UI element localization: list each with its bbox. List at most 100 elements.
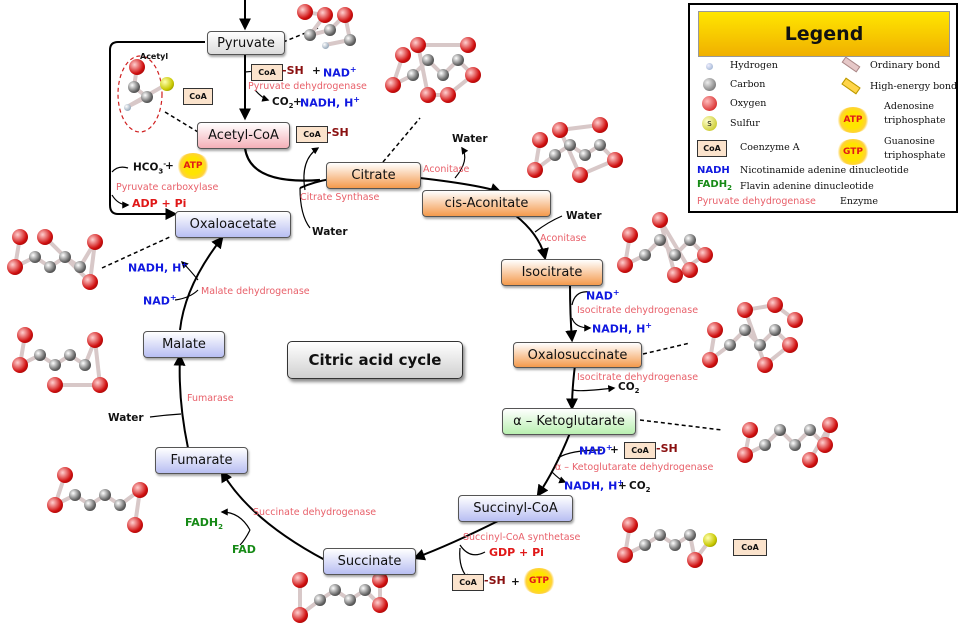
high-energy-bond-icon (841, 77, 861, 95)
legend-triphosphate-1: triphosphate (884, 115, 946, 126)
hco3-label: HCO3- (133, 160, 167, 176)
legend-enzyme-desc: Enzyme (840, 196, 879, 207)
succinate-node[interactable]: Succinate (323, 548, 416, 575)
atom-c (654, 529, 666, 541)
oxygen-icon (702, 96, 717, 111)
sh-label-3: -SH (656, 442, 678, 455)
gdp-pi-label: GDP + Pi (489, 546, 544, 559)
water-label-3: Water (566, 210, 602, 222)
legend-high-energy-bond: High-energy bond (870, 81, 958, 92)
atom-c (774, 424, 786, 436)
atom-c (769, 324, 781, 336)
atom-c (114, 499, 126, 511)
ordinary-bond-icon (841, 56, 861, 73)
atom-o (622, 227, 638, 243)
sh-label-1: -SH (282, 64, 304, 77)
co2-label-2: CO2 (618, 381, 640, 396)
isocitrate-node[interactable]: Isocitrate (501, 259, 603, 286)
succinyl-coa-node[interactable]: Succinyl-CoA (458, 495, 573, 522)
oxalosuccinate-node[interactable]: Oxalosuccinate (513, 342, 642, 368)
atom-o (17, 327, 33, 343)
nadh-label-2: NADH, H+ (592, 321, 652, 336)
sh-label-2: -SH (327, 126, 349, 139)
atom-c (34, 349, 46, 361)
arrow-cis-isocitrate (514, 214, 549, 261)
atom-o (667, 267, 683, 283)
atom-c (64, 349, 76, 361)
nad-label-1: NAD+ (323, 65, 357, 80)
atom-c (79, 359, 91, 371)
atom-o (465, 67, 481, 83)
atom-c (789, 439, 801, 451)
sulfur-icon: S (702, 116, 717, 131)
arrow-succinate-fumarate (220, 469, 326, 561)
legend-fadh-key: FADH2 (697, 179, 732, 192)
atom-o (607, 152, 623, 168)
atom-o (767, 297, 783, 313)
atom-o (87, 332, 103, 348)
legend-gtp-icon: GTP (836, 139, 870, 165)
arrow-akg-succinylcoa (536, 432, 571, 497)
acetyl-coa-node[interactable]: Acetyl-CoA (197, 122, 290, 149)
atom-o (47, 377, 63, 393)
arrow-oxalo-akg (566, 364, 579, 411)
atom-o (372, 597, 388, 613)
atom-c (437, 69, 449, 81)
atom-o (552, 122, 568, 138)
atom-c (639, 539, 651, 551)
legend-ordinary-bond: Ordinary bond (870, 60, 941, 71)
atom-c (579, 149, 591, 161)
fumarate-node[interactable]: Fumarate (155, 447, 248, 474)
atom-c (344, 34, 356, 46)
coa-box-succinyl: CoA (733, 539, 767, 556)
citrate-node[interactable]: Citrate (326, 162, 421, 189)
alpha-ketoglutarate-node[interactable]: α – Ketoglutarate (502, 408, 636, 435)
atom-c (669, 539, 681, 551)
arrow-fumarate-malate (173, 353, 189, 449)
atom-o (297, 4, 313, 20)
atom-o (787, 312, 803, 328)
nadh-label-3: NADH, H+ (564, 478, 624, 493)
plus-1: + (312, 65, 321, 77)
pyruvate-node[interactable]: Pyruvate (207, 31, 285, 55)
atom-o (737, 302, 753, 318)
atom-o (57, 467, 73, 483)
hydrogen-icon (706, 63, 713, 70)
atom-o (617, 257, 633, 273)
cis-aconitate-node[interactable]: cis-Aconitate (422, 190, 551, 217)
arrow-iso-oxalosuccinate (565, 283, 578, 343)
coa-box-2: CoA (296, 126, 328, 143)
bond (418, 43, 468, 47)
enzyme-pyruvate-dehydrogenase: Pyruvate dehydrogenase (248, 81, 367, 92)
atom-c (141, 91, 153, 103)
atom-o (82, 274, 98, 290)
atom-c (684, 234, 696, 246)
oxaloacetate-node[interactable]: Oxaloacetate (175, 211, 291, 238)
atom-o (532, 132, 548, 148)
atom-c (452, 54, 464, 66)
legend-carbon: Carbon (730, 79, 766, 90)
enzyme-malate-dh: Malate dehydrogenase (201, 286, 310, 297)
atom-c (44, 261, 56, 273)
atom-c (29, 251, 41, 263)
enzyme-succinate-dh: Succinate dehydrogenase (253, 507, 377, 518)
acetyl-label: Acetyl (140, 52, 169, 61)
atom-c (329, 584, 341, 596)
atp-star: ATP (176, 153, 210, 179)
atom-o (420, 87, 436, 103)
atom-o (617, 547, 633, 563)
atom-c (74, 261, 86, 273)
legend-panel: Legend Hydrogen Carbon Oxygen S Sulfur C… (688, 3, 958, 213)
atom-c (754, 339, 766, 351)
plus-5: + (618, 480, 627, 492)
atom-s (160, 77, 174, 91)
malate-node[interactable]: Malate (143, 331, 225, 358)
atom-o (12, 229, 28, 245)
plus-2: + (293, 96, 302, 108)
atom-c (314, 594, 326, 606)
arrow-acetylcoa-citrate (243, 147, 321, 182)
enzyme-isocitrate-dh-1: Isocitrate dehydrogenase (577, 305, 699, 316)
legend-enzyme-key: Pyruvate dehydrogenase (697, 196, 816, 207)
fadh2-label: FADH2 (185, 516, 223, 532)
